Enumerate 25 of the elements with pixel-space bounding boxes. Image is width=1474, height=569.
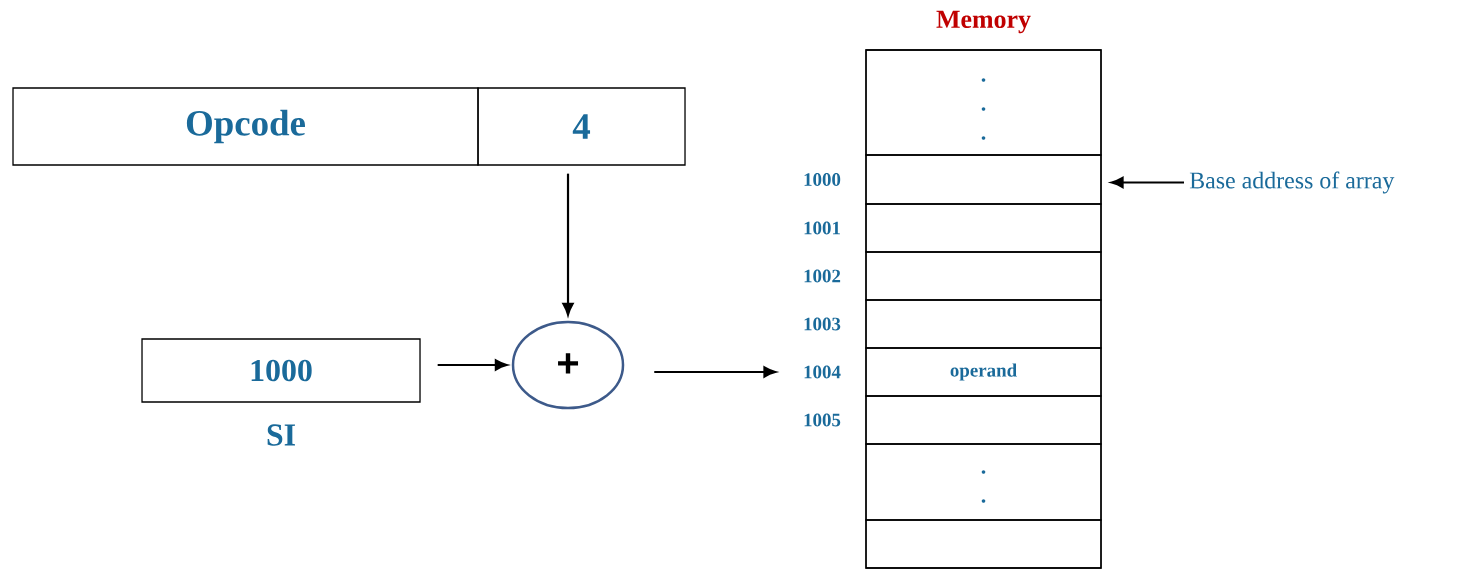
arrow [1110,176,1184,189]
memory-cell [865,203,1102,253]
memory-cell [865,395,1102,445]
arrow [562,173,574,316]
memory-cell [865,299,1102,349]
memory-cell [865,519,1102,569]
address-label: 1000 [804,173,841,186]
arrow [654,366,777,378]
memory-cell [865,49,1102,156]
field-box: 4 [477,87,686,166]
address-label: 1004 [804,365,841,379]
annotation-text: Base address of array [1189,171,1395,194]
arrow [437,359,508,371]
address-label: 1002 [804,269,841,283]
address-label: 1003 [804,317,841,331]
register-label: SI [267,424,295,446]
memory-cell [865,443,1102,521]
field-box: 1000 [141,338,421,403]
node-label: Memory [936,10,1031,34]
address-label: 1005 [804,413,841,427]
address-label: 1001 [804,221,840,235]
field-box: Opcode [12,87,479,166]
memory-cell [865,154,1102,205]
memory-cell [865,251,1102,301]
memory-cell: operand [865,347,1102,397]
